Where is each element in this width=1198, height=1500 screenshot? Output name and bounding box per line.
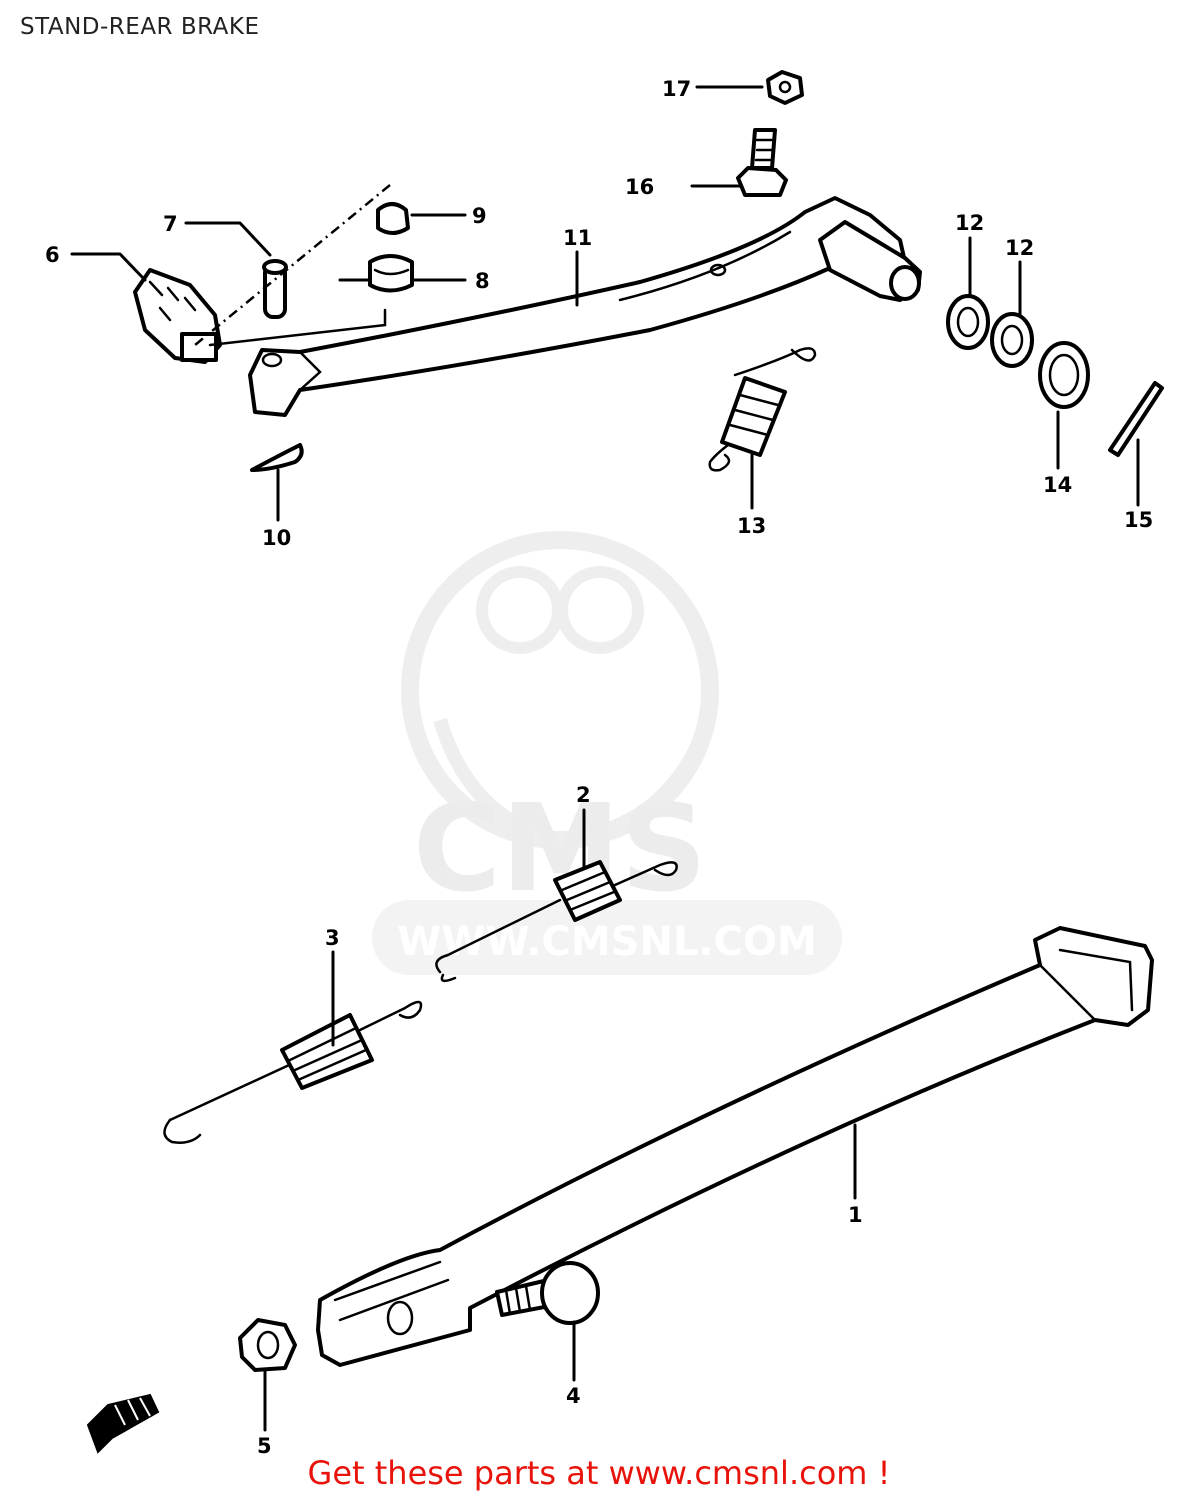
callout-4: 4	[566, 1384, 581, 1408]
part-7-pin	[262, 259, 288, 319]
callout-2: 2	[576, 783, 591, 807]
page-title: STAND-REAR BRAKE	[20, 14, 260, 40]
part-15-cotter-pin	[1108, 381, 1164, 457]
part-4-bolt	[495, 1261, 600, 1325]
part-9-cap	[376, 202, 410, 235]
part-3-spring	[163, 1000, 423, 1144]
callout-12b: 12	[1005, 236, 1034, 260]
part-1-side-stand	[316, 926, 1154, 1367]
part-8-bushing	[368, 254, 414, 293]
watermark-url-text: WWW.CMSNL.COM	[397, 919, 817, 965]
watermark-logo: CMS WWW.CMSNL.COM	[372, 531, 842, 975]
part-12-washer-b	[990, 312, 1034, 368]
part-6-pedal-tip	[133, 268, 222, 364]
callout-8: 8	[475, 269, 490, 293]
callout-7: 7	[163, 212, 178, 236]
callout-15: 15	[1124, 508, 1153, 532]
callout-14: 14	[1043, 473, 1072, 497]
callout-9: 9	[472, 204, 487, 228]
part-13-spring	[708, 347, 817, 472]
callout-1: 1	[848, 1203, 863, 1227]
callout-12a: 12	[955, 211, 984, 235]
front-arrow-icon	[86, 1393, 160, 1454]
part-5-nut	[238, 1318, 297, 1372]
callout-11: 11	[563, 226, 592, 250]
callout-16: 16	[625, 175, 654, 199]
callout-6: 6	[45, 243, 60, 267]
callout-numbers: 17 16 7 6 9 8 11 12 12 14 15 13 10 2 3 1…	[45, 77, 1153, 1458]
part-14-washer	[1038, 341, 1090, 409]
part-10-cotter-pin	[250, 443, 304, 472]
part-2-spring	[435, 860, 678, 983]
callout-3: 3	[325, 926, 340, 950]
part-17-nut	[766, 70, 804, 105]
callout-17: 17	[662, 77, 691, 101]
part-11-brake-pedal	[248, 196, 922, 417]
part-16-bolt	[736, 128, 788, 197]
watermark-logo-text: CMS	[413, 780, 707, 919]
leader-lines	[70, 85, 1140, 1432]
part-12-washer-a	[946, 294, 990, 350]
callout-13: 13	[737, 514, 766, 538]
callout-5: 5	[257, 1434, 272, 1458]
callout-10: 10	[262, 526, 291, 550]
footer-link[interactable]: Get these parts at www.cmsnl.com !	[307, 1454, 891, 1492]
